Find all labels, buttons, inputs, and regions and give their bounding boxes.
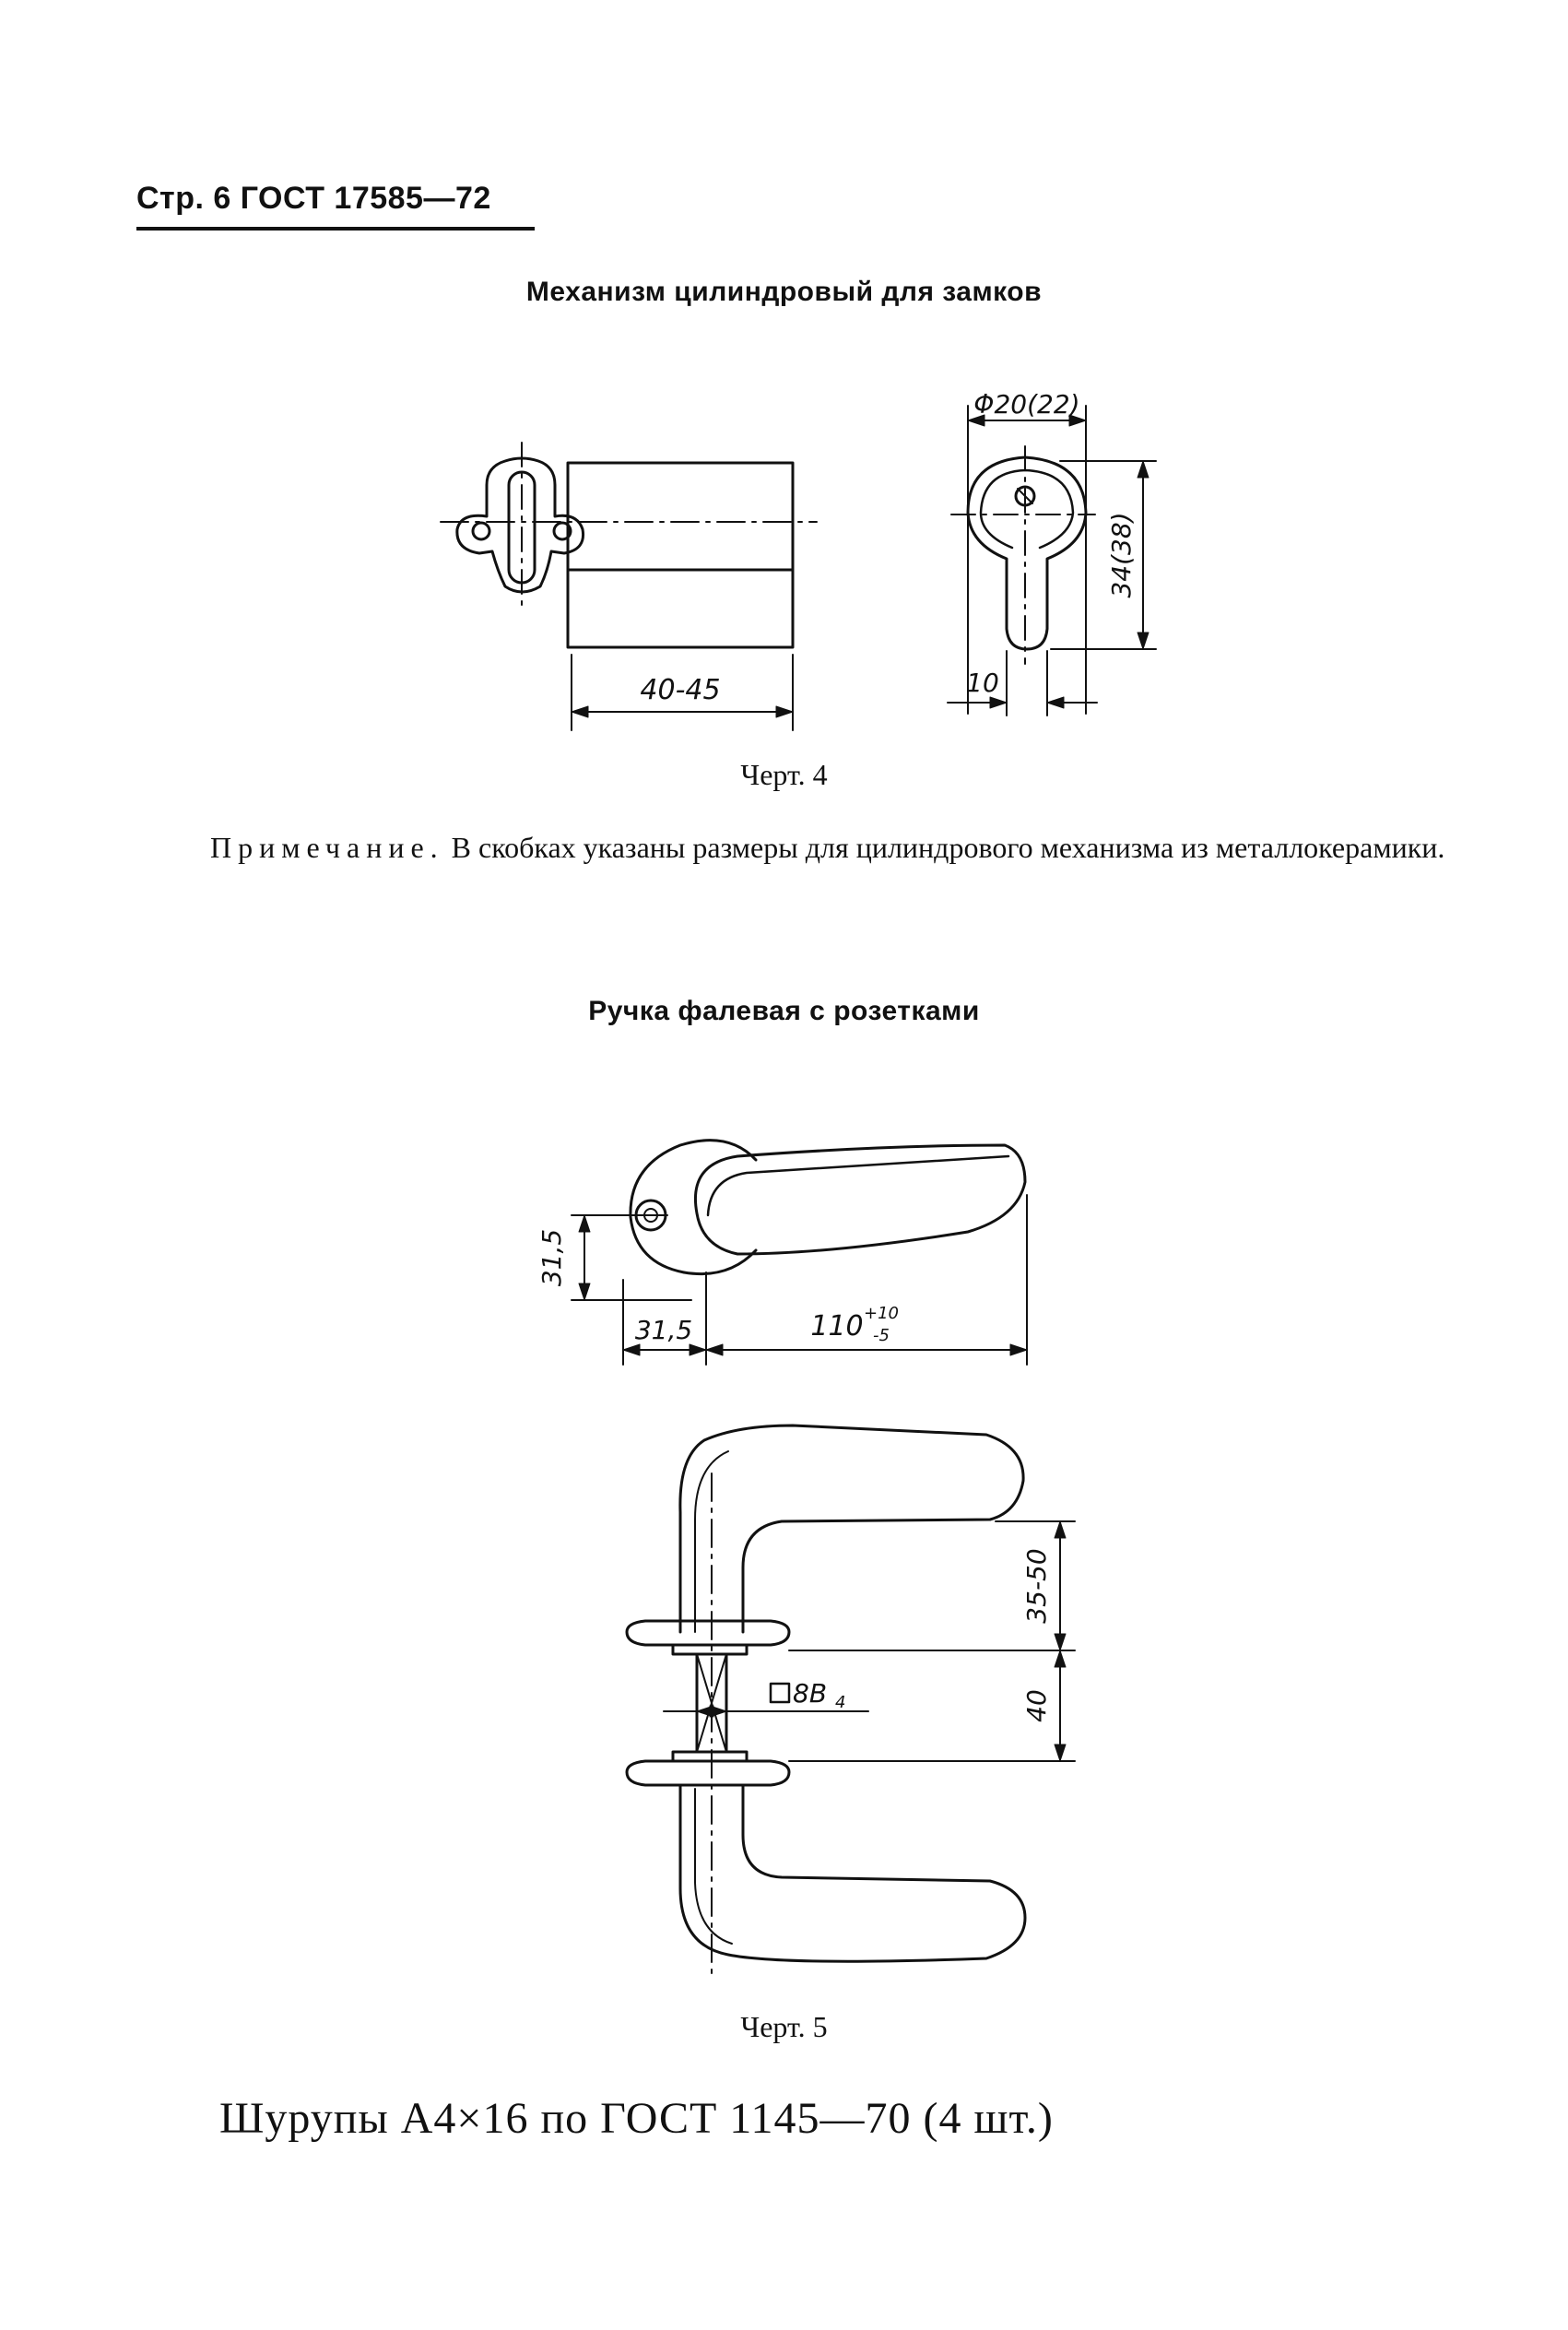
dim-handle-tol-upper: +10	[864, 1304, 899, 1323]
dim-square: 8B	[793, 1678, 827, 1709]
dim-handle-length: 110	[810, 1310, 863, 1342]
note-paragraph: Примечание. В скобках указаны размеры дл…	[210, 828, 1445, 868]
screws-spec: Шурупы А4×16 по ГОСТ 1145—70 (4 шт.)	[219, 2094, 1054, 2143]
handle-top-view	[571, 1139, 1028, 1366]
figure-caption-5: Черт. 5	[740, 2010, 828, 2043]
page-header: Стр. 6 ГОСТ 17585—72	[136, 181, 491, 216]
dim-height: 34(38)	[1106, 512, 1137, 597]
note-text: В скобках указаны размеры для цилиндрово…	[451, 831, 1445, 864]
section-title-cylinder: Механизм цилиндровый для замков	[525, 277, 1043, 307]
cylinder-front-view	[947, 405, 1157, 716]
dim-rosette-offset: 31,5	[635, 1315, 692, 1345]
figure-caption-4: Черт. 4	[740, 758, 828, 791]
handle-side-view	[625, 1424, 1076, 1974]
dim-length: 40-45	[640, 674, 720, 706]
header-rule	[136, 227, 535, 231]
dim-rosette-height: 31,5	[536, 1229, 567, 1286]
dim-diameter: Φ20(22)	[973, 389, 1079, 420]
dim-handle-height: 35-50	[1021, 1548, 1052, 1623]
dim-handle-tol-lower: -5	[873, 1326, 890, 1345]
dim-width: 10	[966, 668, 999, 698]
cylinder-side-view	[440, 442, 818, 731]
dim-rosette-spacing: 40	[1021, 1689, 1052, 1722]
dim-square-sub: 4	[835, 1693, 845, 1712]
section-title-handle: Ручка фалевая с розетками	[588, 996, 980, 1026]
note-lead: Примечание.	[210, 831, 444, 864]
